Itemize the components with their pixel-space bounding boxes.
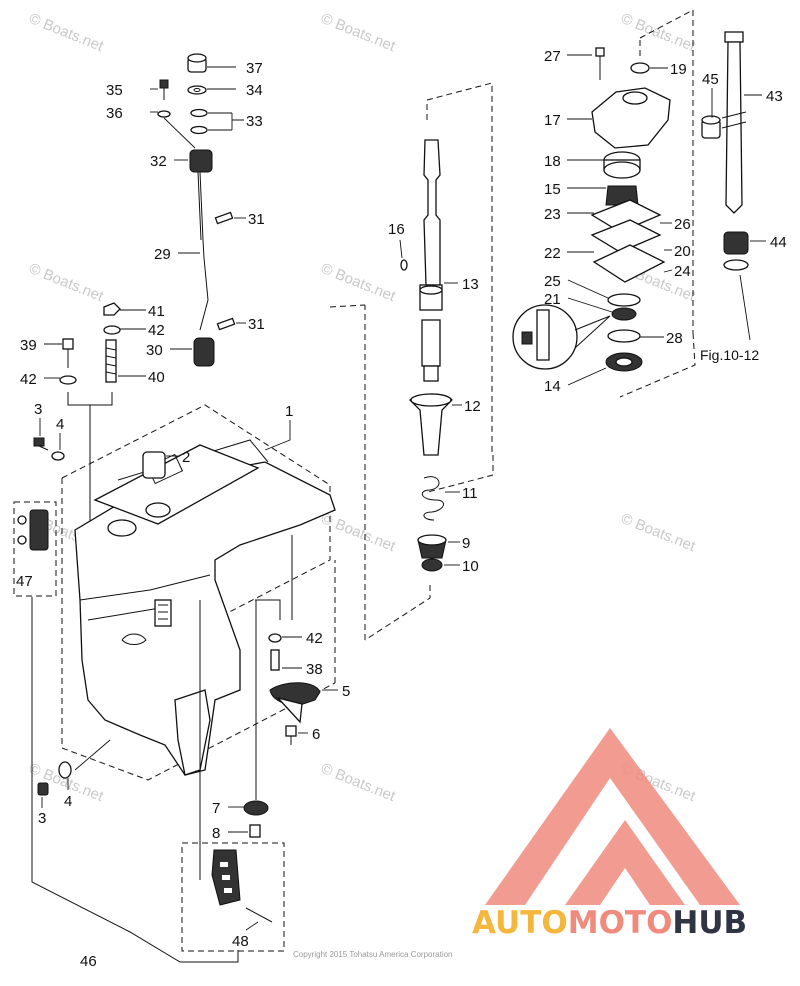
callout-41: 41 xyxy=(148,303,165,320)
callout-27: 27 xyxy=(544,48,561,65)
callout-32: 32 xyxy=(150,153,167,170)
logo-triangle-inner xyxy=(565,820,685,905)
brand-part-1: AUTO xyxy=(472,905,568,941)
copyright-notice: Copyright 2015 Tohatsu America Corporati… xyxy=(293,950,453,959)
callout-14: 14 xyxy=(544,378,561,395)
brand-part-3: HUB xyxy=(672,905,747,941)
callout-18: 18 xyxy=(544,153,561,170)
callout-31: 31 xyxy=(248,316,265,333)
callout-29: 29 xyxy=(154,246,171,263)
shift-rod-assembly xyxy=(157,53,236,367)
anode-48 xyxy=(181,600,285,952)
callout-45: 45 xyxy=(702,71,719,88)
callout-4: 4 xyxy=(56,416,64,433)
callout-23: 23 xyxy=(544,206,561,223)
callout-42: 42 xyxy=(306,630,323,647)
callout-25: 25 xyxy=(544,273,561,290)
watermark: © Boats.net xyxy=(27,10,107,56)
callout-48: 48 xyxy=(232,933,249,950)
callout-6: 6 xyxy=(312,726,320,743)
screws-3-4 xyxy=(33,437,72,796)
callout-22: 22 xyxy=(544,245,561,262)
callout-44: 44 xyxy=(770,234,787,251)
callout-11: 11 xyxy=(462,485,478,502)
callout-2: 2 xyxy=(182,449,190,466)
callout-15: 15 xyxy=(544,181,561,198)
brand-logo: AUTOMOTOHUB xyxy=(472,728,747,941)
watermark: © Boats.net xyxy=(27,260,107,306)
callout-10: 10 xyxy=(462,558,479,575)
callout-28: 28 xyxy=(666,330,683,347)
callout-16: 16 xyxy=(388,221,405,238)
logo-triangle-outer xyxy=(485,728,740,905)
callout-37: 37 xyxy=(246,60,263,77)
callout-24: 24 xyxy=(674,263,691,280)
figure-reference: Fig.10-12 xyxy=(700,347,759,363)
watermark: © Boats.net xyxy=(619,510,699,556)
anode-47 xyxy=(13,501,239,963)
callout-1: 1 xyxy=(285,403,293,420)
callout-9: 9 xyxy=(462,535,470,552)
callout-8: 8 xyxy=(212,825,220,842)
callout-13: 13 xyxy=(462,276,479,293)
callout-43: 43 xyxy=(766,88,783,105)
callout-46: 46 xyxy=(80,953,97,970)
callout-3: 3 xyxy=(38,810,46,827)
callout-31: 31 xyxy=(248,211,265,228)
leader-lines xyxy=(39,54,766,931)
callout-47: 47 xyxy=(16,573,33,590)
watermark: © Boats.net xyxy=(319,760,399,806)
callout-labels: 37 34 35 36 33 32 31 29 31 30 41 42 39 4… xyxy=(16,48,787,970)
callout-30: 30 xyxy=(146,342,163,359)
callout-4: 4 xyxy=(64,793,72,810)
watermark: © Boats.net xyxy=(319,10,399,56)
callout-12: 12 xyxy=(464,398,481,415)
callout-38: 38 xyxy=(306,661,323,678)
watermark: © Boats.net xyxy=(319,260,399,306)
callout-17: 17 xyxy=(544,112,561,129)
drive-shaft-assembly xyxy=(329,82,494,641)
water-pump-assembly xyxy=(512,9,751,398)
callout-36: 36 xyxy=(106,105,123,122)
gearcase-housing xyxy=(61,404,336,781)
callout-7: 7 xyxy=(212,800,220,817)
brand-part-2: MOTO xyxy=(568,905,673,941)
callout-26: 26 xyxy=(674,216,691,233)
callout-42: 42 xyxy=(20,371,37,388)
callout-21: 21 xyxy=(544,291,561,308)
callout-34: 34 xyxy=(246,82,263,99)
brand-text: AUTOMOTOHUB xyxy=(472,905,747,941)
callout-19: 19 xyxy=(670,61,687,78)
callout-5: 5 xyxy=(342,683,350,700)
bolt-set xyxy=(59,302,121,530)
trim-tab-assembly xyxy=(243,535,321,838)
watermark: © Boats.net xyxy=(619,10,699,56)
callout-20: 20 xyxy=(674,243,691,260)
watermark: © Boats.net xyxy=(319,510,399,556)
callout-40: 40 xyxy=(148,369,165,386)
callout-42: 42 xyxy=(148,322,165,339)
callout-33: 33 xyxy=(246,113,263,130)
callout-35: 35 xyxy=(106,82,123,99)
callout-3: 3 xyxy=(34,401,42,418)
callout-39: 39 xyxy=(20,337,37,354)
